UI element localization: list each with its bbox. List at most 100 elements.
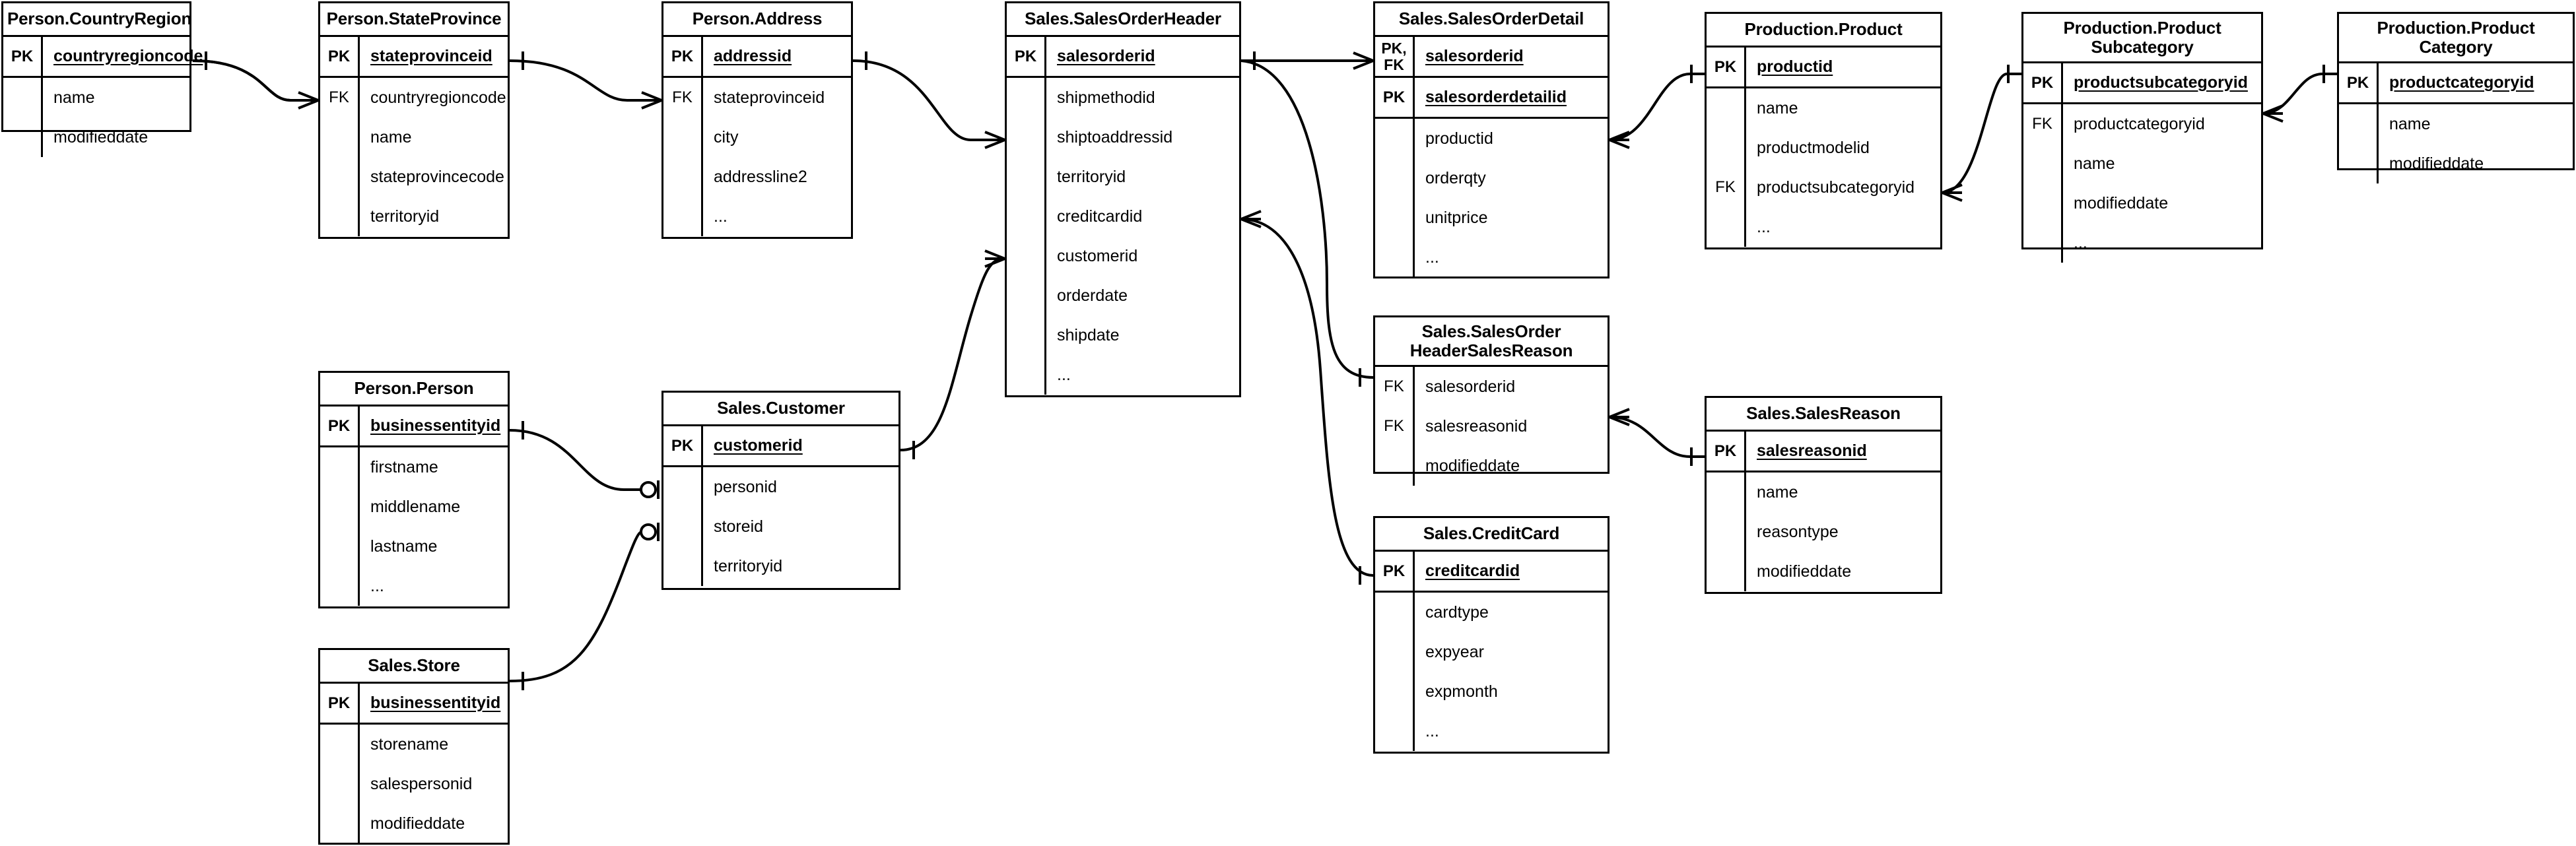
entity-title-line: Sales.SalesOrderDetail bbox=[1398, 9, 1584, 28]
key-badge bbox=[1375, 158, 1413, 198]
attribute-name: productmodelid bbox=[1757, 138, 1870, 157]
attribute-name: name bbox=[53, 88, 95, 107]
attribute-name: territoryid bbox=[1057, 167, 1126, 186]
connector-store-customer bbox=[509, 523, 660, 690]
attribute-name: stateprovinceid bbox=[714, 88, 825, 107]
connector-creditcard-salesorderheader bbox=[1240, 210, 1374, 585]
key-badge bbox=[320, 157, 358, 197]
attribute-name: personid bbox=[714, 477, 777, 496]
attribute-name: name bbox=[1757, 482, 1798, 502]
attribute-name: productid bbox=[1757, 57, 1833, 76]
connector-salesreasonlink-salesreason bbox=[1609, 408, 1705, 466]
key-badge bbox=[320, 527, 358, 566]
key-badge: PK bbox=[1375, 78, 1415, 117]
entity-title-line: Category bbox=[2419, 37, 2493, 57]
attribute-name: shipmethodid bbox=[1057, 88, 1155, 107]
connector-stateprovince-address bbox=[509, 51, 662, 110]
entity-title: Sales.SalesOrderHeader bbox=[1007, 3, 1239, 37]
entity-title: Person.StateProvince bbox=[320, 3, 508, 37]
entity-title-line: Sales.Customer bbox=[717, 398, 845, 418]
entity-title-line: Subcategory bbox=[2091, 37, 2194, 57]
attribute-name: businessentityid bbox=[370, 694, 501, 712]
key-column bbox=[1007, 78, 1046, 395]
attribute-name: modifieddate bbox=[1425, 456, 1520, 475]
key-badge: FK bbox=[329, 88, 349, 106]
entity-title: Person.Person bbox=[320, 373, 508, 407]
attribute-name: name bbox=[2389, 114, 2431, 133]
key-badge bbox=[320, 487, 358, 527]
key-badge bbox=[1375, 119, 1413, 158]
key-column: FK bbox=[2023, 104, 2063, 263]
attribute-name: ... bbox=[1757, 217, 1771, 236]
entity-title: Sales.SalesReason bbox=[1707, 398, 1940, 432]
attribute-name: creditcardid bbox=[1425, 562, 1520, 580]
key-badge: PK bbox=[2339, 63, 2379, 102]
key-badge bbox=[663, 197, 701, 236]
attribute-name: customerid bbox=[1057, 246, 1138, 265]
attribute-name: addressline2 bbox=[714, 167, 807, 186]
attribute-name: salesorderid bbox=[1057, 47, 1155, 65]
key-badge bbox=[320, 197, 358, 236]
attribute-name: salesorderid bbox=[1425, 377, 1516, 396]
key-badge bbox=[2023, 183, 2061, 223]
key-column bbox=[663, 467, 703, 586]
entity-title-line: Sales.SalesReason bbox=[1746, 403, 1901, 423]
key-badge bbox=[1007, 315, 1044, 355]
key-badge: PK bbox=[320, 684, 360, 723]
key-column bbox=[1707, 472, 1746, 591]
key-column bbox=[3, 78, 43, 157]
primary-key-row[interactable]: PK businessentityid bbox=[320, 684, 508, 725]
key-badge bbox=[2023, 223, 2061, 263]
attribute-name: salesorderid bbox=[1425, 47, 1524, 65]
key-column: FK bbox=[1707, 88, 1746, 247]
key-badge bbox=[320, 117, 358, 157]
key-badge: PK bbox=[3, 37, 43, 76]
attribute-name: name bbox=[2074, 154, 2115, 173]
key-badge bbox=[2339, 104, 2377, 144]
entity-title-line: Production.Product bbox=[1744, 19, 1903, 39]
attribute-name: salespersonid bbox=[370, 774, 473, 793]
entity-title-line: Sales.Store bbox=[368, 655, 460, 675]
key-column bbox=[1375, 593, 1415, 751]
